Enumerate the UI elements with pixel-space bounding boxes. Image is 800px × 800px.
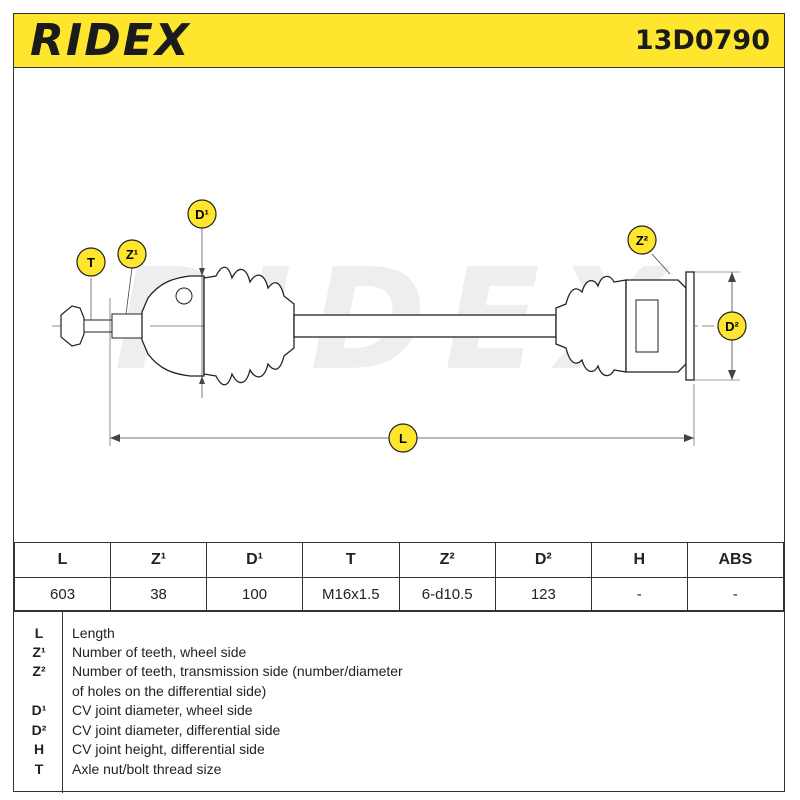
header-cell: L	[13, 542, 112, 578]
legend-symbol: Z¹	[32, 644, 46, 660]
drive-shaft	[293, 314, 557, 338]
value-cell: 123	[494, 577, 592, 612]
legend-text: CV joint diameter, differential side	[72, 722, 281, 738]
axle-nut	[60, 305, 85, 347]
legend-symbol: D¹	[31, 702, 47, 718]
legend-symbol: D²	[31, 722, 47, 738]
drive-shaft-drawing: RIDEX	[52, 199, 747, 453]
legend-text: Number of teeth, wheel side	[72, 644, 247, 660]
callout-d1: D¹	[187, 199, 217, 229]
outer-boot	[203, 266, 295, 386]
svg-text:Z²: Z²	[636, 233, 649, 248]
callout-z1: Z¹	[117, 239, 147, 269]
legend-text: CV joint diameter, wheel side	[72, 702, 253, 718]
svg-text:D¹: D¹	[195, 207, 209, 222]
spec-table: L Z¹ D¹ T Z² D² H ABS 603 38 100 M16x1.5…	[13, 542, 785, 612]
value-cell: 100	[206, 577, 304, 612]
header-cell: Z²	[398, 542, 496, 578]
legend-text: Number of teeth, transmission side (numb…	[72, 663, 403, 679]
value-cell: 6-d10.5	[398, 577, 496, 612]
part-number: 13D0790	[634, 25, 770, 56]
value-cell: -	[590, 577, 688, 612]
spec-table-values: 603 38 100 M16x1.5 6-d10.5 123 - -	[13, 577, 785, 612]
legend-symbol: T	[34, 761, 44, 777]
legend-text: CV joint height, differential side	[72, 741, 265, 757]
value-cell: -	[686, 577, 785, 612]
value-cell: 603	[13, 577, 112, 612]
callout-t: T	[76, 247, 106, 277]
legend: L Length Z¹ Number of teeth, wheel side …	[14, 610, 784, 793]
callout-z2: Z²	[627, 225, 657, 255]
svg-text:D²: D²	[725, 319, 739, 334]
spec-sheet: RIDEX 13D0790 RIDEX	[13, 13, 785, 793]
cv-ball	[175, 287, 193, 305]
tripod-hub	[635, 299, 659, 353]
legend-divider	[62, 611, 63, 793]
header-cell: D¹	[206, 542, 304, 578]
legend-text: Length	[72, 625, 115, 641]
legend-text: Axle nut/bolt thread size	[72, 761, 222, 777]
brand-logo: RIDEX	[30, 15, 191, 66]
legend-symbol: Z²	[32, 663, 46, 679]
header-cell: H	[590, 542, 688, 578]
value-cell: M16x1.5	[302, 577, 400, 612]
svg-text:L: L	[399, 431, 407, 446]
header-cell: Z¹	[110, 542, 208, 578]
spline-section	[111, 313, 143, 339]
legend-text: of holes on the differential side)	[72, 683, 267, 699]
legend-symbol: H	[33, 741, 45, 757]
callout-l: L	[388, 423, 418, 453]
header-cell: T	[302, 542, 400, 578]
legend-symbol: L	[34, 625, 44, 641]
flange	[685, 271, 695, 381]
thread-stub	[83, 319, 113, 333]
header-cell: ABS	[686, 542, 785, 578]
header-cell: D²	[494, 542, 592, 578]
header-bar: RIDEX 13D0790	[14, 14, 784, 68]
svg-text:Z¹: Z¹	[126, 247, 138, 262]
spec-table-header: L Z¹ D¹ T Z² D² H ABS	[13, 542, 785, 578]
value-cell: 38	[110, 577, 208, 612]
svg-text:T: T	[87, 255, 95, 270]
callout-d2: D²	[717, 311, 747, 341]
